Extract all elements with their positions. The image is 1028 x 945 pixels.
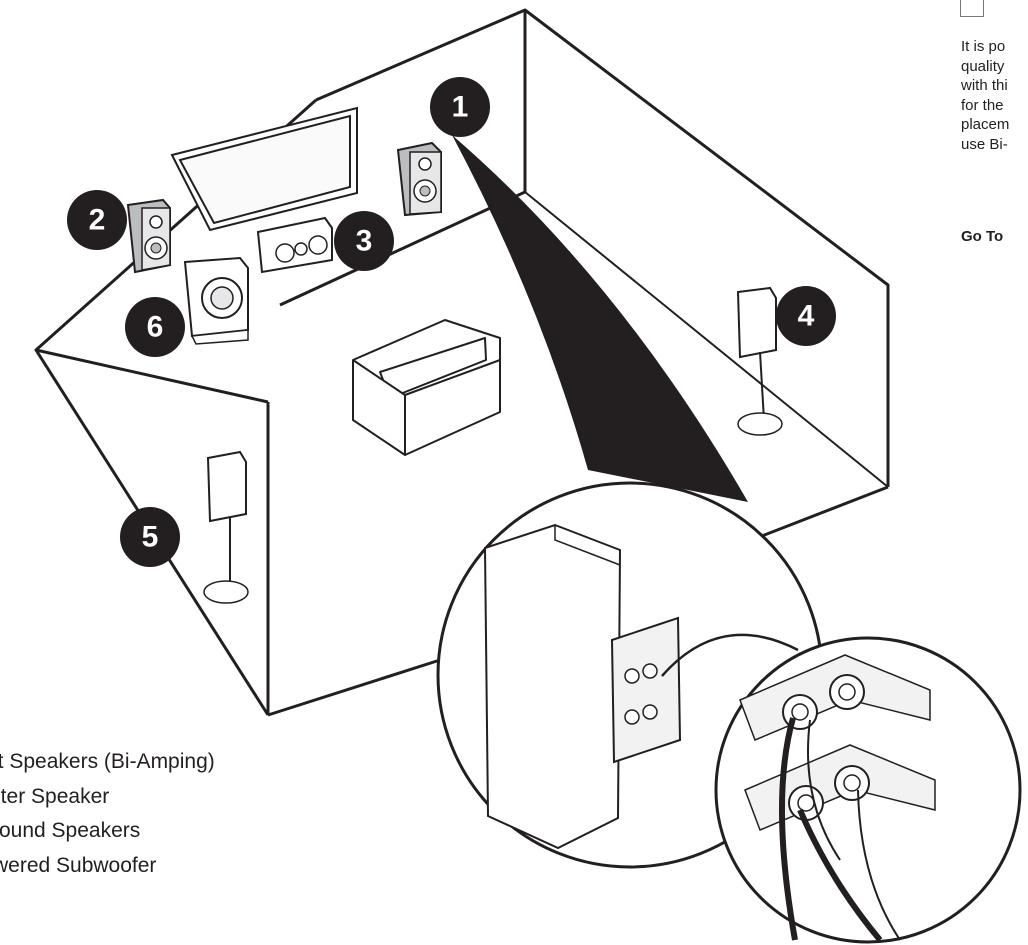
badge-6-label: 6 bbox=[147, 311, 164, 344]
front-speaker-right bbox=[396, 141, 442, 217]
side-text-line: placem bbox=[961, 116, 1010, 133]
front-speaker-left bbox=[126, 198, 171, 274]
surround-speaker-right bbox=[736, 286, 783, 436]
badge-4-label: 4 bbox=[798, 300, 815, 333]
legend-item-center-speaker: nter Speaker bbox=[0, 784, 110, 808]
callout-wedge bbox=[452, 135, 748, 502]
callout-connector bbox=[661, 633, 799, 677]
room-right-wall bbox=[524, 8, 890, 487]
side-text-line: quality bbox=[961, 57, 1005, 75]
badge-1: 1 bbox=[430, 77, 490, 137]
tv bbox=[170, 106, 358, 232]
badge-1-label: 1 bbox=[452, 91, 469, 124]
zoom-circle-terminals bbox=[714, 636, 1022, 944]
badge-6: 6 bbox=[125, 297, 185, 357]
legend-item-surround-speakers: round Speakers bbox=[0, 819, 141, 842]
side-text-line: with thi bbox=[961, 77, 1008, 94]
couch bbox=[352, 319, 501, 456]
side-text-line: for the bbox=[961, 96, 1004, 114]
subwoofer bbox=[183, 256, 249, 345]
legend-item-front-speakers: nt Speakers (Bi-Amping) bbox=[0, 750, 215, 773]
speaker-legend: nt Speakers (Bi-Amping) nter Speaker rou… bbox=[0, 745, 215, 883]
side-text-line: use Bi- bbox=[961, 135, 1008, 153]
surround-speaker-left bbox=[203, 450, 249, 604]
side-text-line: It is po bbox=[961, 38, 1006, 55]
badge-5: 5 bbox=[120, 507, 180, 567]
room-back-wall bbox=[279, 8, 527, 307]
go-to-link[interactable]: Go To bbox=[961, 228, 1004, 245]
badge-2-label: 2 bbox=[89, 204, 106, 237]
badge-4: 4 bbox=[776, 286, 836, 346]
room-floor-front bbox=[267, 658, 441, 717]
badge-3-label: 3 bbox=[356, 225, 373, 258]
badge-5-label: 5 bbox=[142, 521, 159, 554]
room-back-floor-edge bbox=[524, 191, 889, 488]
legend-item-subwoofer: wered Subwoofer bbox=[0, 853, 157, 877]
side-panel-text: It is po quality with thi for the placem… bbox=[961, 37, 1028, 154]
center-speaker bbox=[256, 216, 333, 274]
badge-3: 3 bbox=[334, 211, 394, 271]
side-panel-frame bbox=[960, 0, 984, 17]
badge-2: 2 bbox=[67, 190, 127, 250]
